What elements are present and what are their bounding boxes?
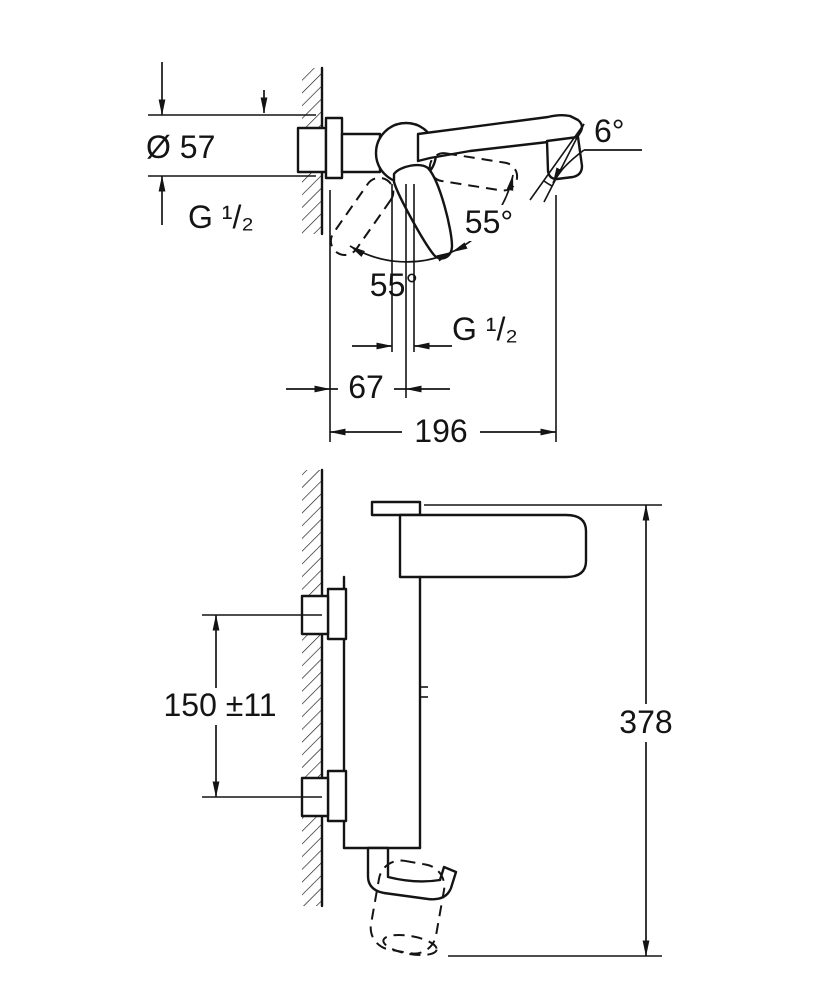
label-overall-height: 378: [619, 704, 672, 740]
label-spout-angle: 6°: [594, 113, 625, 149]
lever-handle-ghost-lower: [329, 176, 395, 256]
label-backing: [458, 205, 520, 241]
swing-arc-lower: [349, 245, 453, 263]
label-backing: [158, 688, 282, 725]
label-backing: [402, 414, 480, 450]
leader-arrow-6deg: [552, 149, 585, 184]
angle-line-reference: [543, 123, 585, 203]
side-profile-view: Ø 57 G ¹/₂ 6° 55° 55° G ¹/₂ 67 196: [146, 62, 642, 450]
label-outlet-thread: G ¹/₂: [452, 311, 518, 347]
front-elevation-view: 150 ±11 378: [158, 468, 690, 957]
body-neck: [340, 132, 382, 174]
union-bracket-lower: [326, 769, 348, 823]
label-inlet-thread: G ¹/₂: [188, 199, 254, 235]
angle-arc-6deg: [543, 180, 553, 187]
label-backing: [338, 371, 394, 406]
label-backing: [602, 704, 690, 742]
escutcheon-flange: [324, 116, 344, 180]
top-cap: [370, 500, 422, 517]
union-bracket-upper: [326, 587, 348, 641]
spout-block: [398, 513, 588, 579]
hose-connector-ghost-end: [382, 933, 438, 957]
label-swing-lower: 55°: [370, 267, 418, 303]
inlet-union: [296, 126, 328, 174]
shower-outlet-fitting: [366, 846, 458, 901]
label-union-distance: 150 ±11: [163, 687, 276, 723]
label-flange-diameter: Ø 57: [146, 129, 215, 165]
aerator: [545, 135, 584, 181]
angle-line-spout: [529, 123, 585, 201]
wall-hatch: [302, 470, 322, 906]
label-swing-upper: 55°: [465, 204, 513, 240]
label-wall-to-center: 67: [348, 369, 384, 405]
label-wall-to-spout-tip: 196: [414, 413, 467, 449]
